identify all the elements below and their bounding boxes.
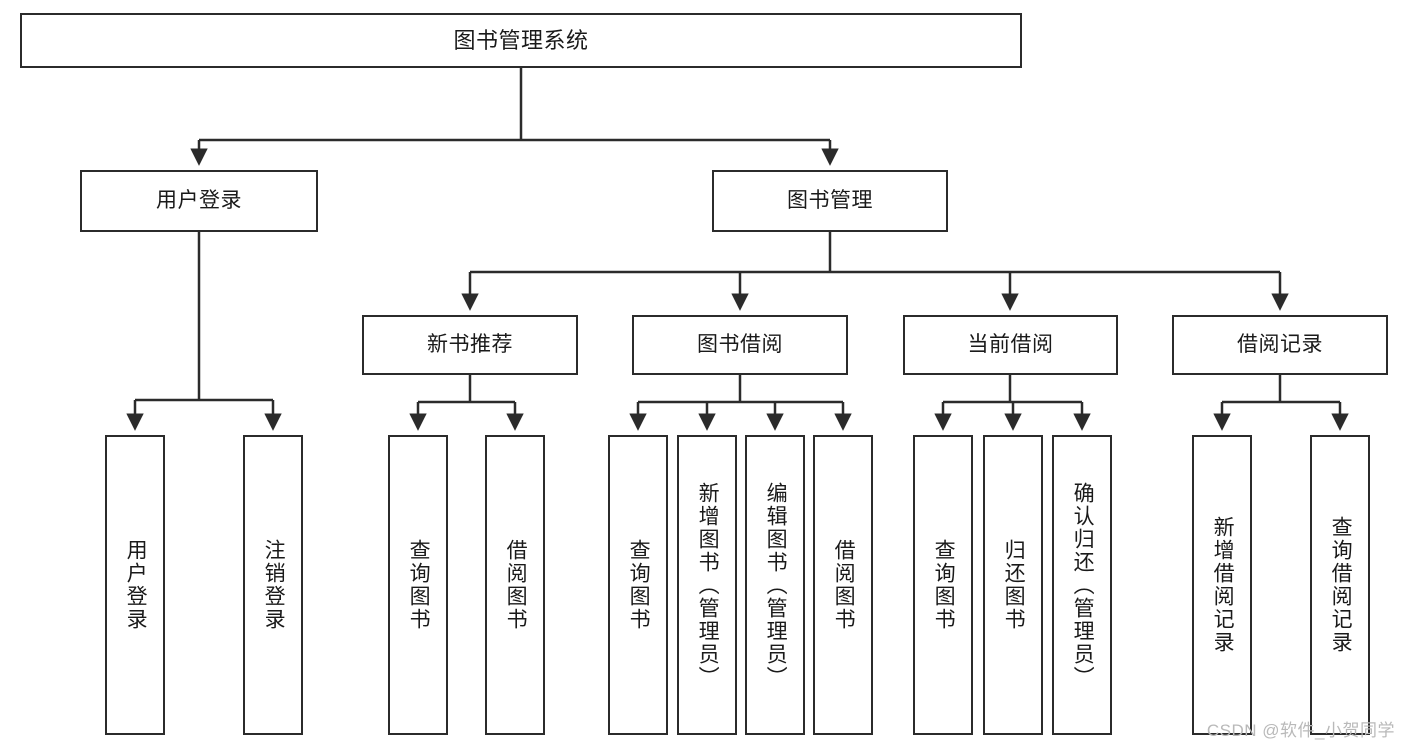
node-current-borrow-label: 当前借阅 [967, 332, 1054, 356]
node-book-management-label: 图书管理 [787, 188, 873, 212]
leaf-query-book-borrow-label: 查询图书 [627, 539, 651, 631]
leaf-borrow-book-newbook-label: 借阅图书 [504, 539, 528, 631]
leaf-query-book-current-label: 查询图书 [932, 539, 956, 631]
leaf-logout[interactable]: 注销登录 [243, 435, 303, 735]
csdn-watermark: CSDN @软件_小贺同学 [1206, 721, 1395, 740]
node-new-book-recommend[interactable]: 新书推荐 [362, 315, 578, 375]
node-user-login[interactable]: 用户登录 [80, 170, 318, 232]
node-user-login-label: 用户登录 [156, 188, 242, 212]
leaf-add-book-admin[interactable]: 新增图书（管理员） [677, 435, 737, 735]
leaf-add-borrow-record-label: 新增借阅记录 [1211, 516, 1235, 654]
node-root-label: 图书管理系统 [453, 27, 589, 53]
leaf-query-book-newbook-label: 查询图书 [407, 539, 431, 631]
leaf-confirm-return-admin[interactable]: 确认归还（管理员） [1052, 435, 1112, 735]
leaf-query-borrow-record-label: 查询借阅记录 [1329, 516, 1353, 654]
node-book-borrow[interactable]: 图书借阅 [632, 315, 848, 375]
node-new-book-recommend-label: 新书推荐 [427, 332, 513, 356]
leaf-query-book-current[interactable]: 查询图书 [913, 435, 973, 735]
leaf-add-borrow-record[interactable]: 新增借阅记录 [1192, 435, 1252, 735]
node-book-management[interactable]: 图书管理 [712, 170, 948, 232]
leaf-edit-book-admin-label: 编辑图书（管理员） [764, 481, 788, 689]
leaf-confirm-return-admin-label: 确认归还（管理员） [1071, 481, 1095, 689]
leaf-edit-book-admin[interactable]: 编辑图书（管理员） [745, 435, 805, 735]
leaf-query-book-newbook[interactable]: 查询图书 [388, 435, 448, 735]
node-book-borrow-label: 图书借阅 [697, 332, 783, 356]
leaf-user-login[interactable]: 用户登录 [105, 435, 165, 735]
leaf-borrow-book[interactable]: 借阅图书 [813, 435, 873, 735]
leaf-borrow-book-label: 借阅图书 [832, 539, 856, 631]
node-borrow-record[interactable]: 借阅记录 [1172, 315, 1388, 375]
node-root[interactable]: 图书管理系统 [20, 13, 1022, 68]
leaf-query-book-borrow[interactable]: 查询图书 [608, 435, 668, 735]
leaf-user-login-label: 用户登录 [124, 539, 148, 631]
leaf-add-book-admin-label: 新增图书（管理员） [696, 481, 720, 689]
leaf-borrow-book-newbook[interactable]: 借阅图书 [485, 435, 545, 735]
leaf-return-book-label: 归还图书 [1002, 539, 1026, 631]
node-borrow-record-label: 借阅记录 [1237, 332, 1323, 356]
leaf-query-borrow-record[interactable]: 查询借阅记录 [1310, 435, 1370, 735]
leaf-logout-label: 注销登录 [262, 539, 286, 631]
node-current-borrow[interactable]: 当前借阅 [903, 315, 1118, 375]
leaf-return-book[interactable]: 归还图书 [983, 435, 1043, 735]
